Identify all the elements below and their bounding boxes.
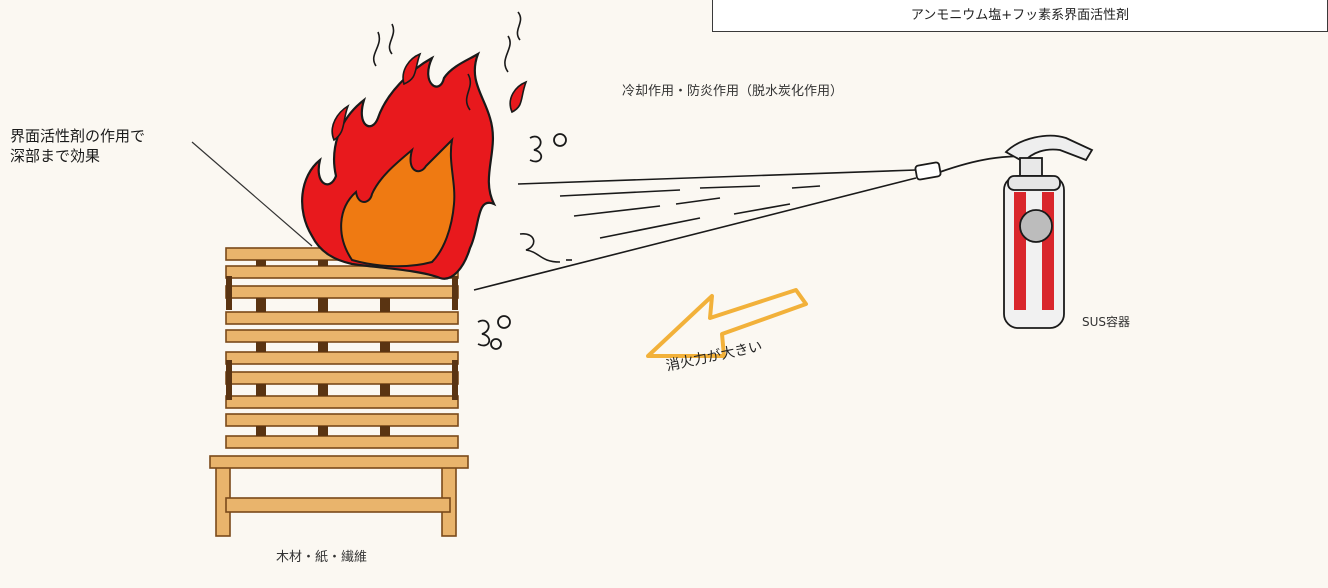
surfactant-label: 界面活性剤の作用で 深部まで効果	[10, 126, 145, 166]
spray-lines	[473, 169, 917, 291]
materials-label: 木材・紙・繊維	[276, 550, 368, 565]
container-label: SUS容器	[1082, 315, 1131, 329]
flame-icon	[301, 11, 567, 350]
arrow-icon	[646, 288, 808, 358]
extinguisher-icon	[914, 134, 1094, 329]
surfactant-line2: 深部まで効果	[10, 147, 101, 165]
agent-label-box: アンモニウム塩+フッ素系界面活性剤	[712, 0, 1328, 32]
surfactant-line1: 界面活性剤の作用で	[10, 127, 146, 145]
wood-stack-icon	[209, 247, 469, 537]
cooling-label: 冷却作用・防炎作用（脱水炭化作用）	[622, 84, 844, 99]
agent-text: アンモニウム塩+フッ素系界面活性剤	[910, 8, 1130, 23]
label-pointer-line	[191, 141, 313, 247]
